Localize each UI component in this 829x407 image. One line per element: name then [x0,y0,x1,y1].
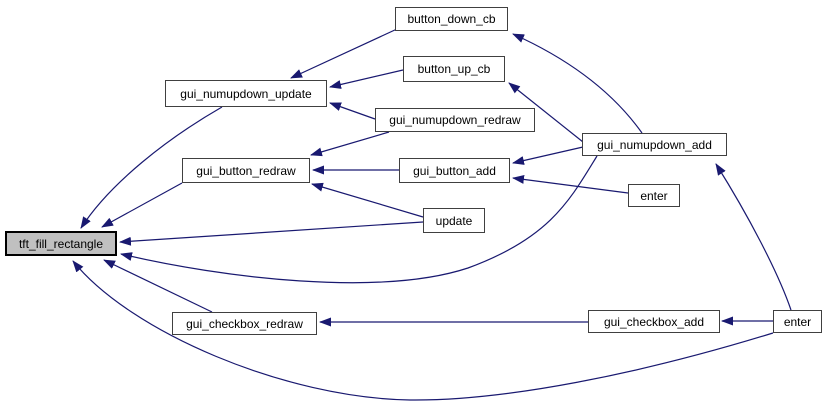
node-button-down-cb[interactable]: button_down_cb [395,7,508,31]
node-gui-numupdown-update[interactable]: gui_numupdown_update [165,80,327,107]
edge-enter_right-to-gui_numupdown_add [715,163,792,311]
node-gui-numupdown-redraw[interactable]: gui_numupdown_redraw [375,108,535,132]
edge-gui_numupdown_redraw-to-gui_numupdown_update [329,102,376,120]
edge-gui_numupdown_add-to-gui_button_add [512,146,584,165]
edge-button_up_cb-to-gui_numupdown_update [329,69,404,89]
node-gui-numupdown-add[interactable]: gui_numupdown_add [582,133,727,156]
edge-update-to-gui_button_redraw [311,182,424,218]
edge-gui_numupdown_add-to-tft_fill_rectangle [120,155,598,284]
edge-gui_checkbox_redraw-to-tft_fill_rectangle [103,259,213,313]
edge-gui_numupdown_add-to-button_up_cb [508,82,584,143]
edge-enter_right-to-tft_fill_rectangle [72,260,774,401]
edge-gui_numupdown_update-to-tft_fill_rectangle [80,106,223,229]
node-button-up-cb[interactable]: button_up_cb [403,56,505,82]
edge-gui_numupdown_add-to-button_down_cb [512,33,643,134]
edge-enter_top-to-gui_button_add [512,174,629,194]
node-enter-top[interactable]: enter [628,184,680,207]
edge-button_down_cb-to-gui_numupdown_update [290,28,398,79]
node-gui-button-add[interactable]: gui_button_add [399,158,510,183]
edge-gui_numupdown_redraw-to-gui_button_redraw [310,131,390,157]
edge-gui_button_redraw-to-tft_fill_rectangle [101,182,183,228]
node-tft-fill-rectangle: tft_fill_rectangle [5,231,117,256]
node-update[interactable]: update [423,208,485,233]
node-gui-checkbox-redraw[interactable]: gui_checkbox_redraw [172,312,317,335]
edge-update-to-tft_fill_rectangle [119,221,424,246]
node-gui-checkbox-add[interactable]: gui_checkbox_add [588,310,720,333]
node-gui-button-redraw[interactable]: gui_button_redraw [182,158,310,183]
node-enter-right[interactable]: enter [773,310,822,333]
